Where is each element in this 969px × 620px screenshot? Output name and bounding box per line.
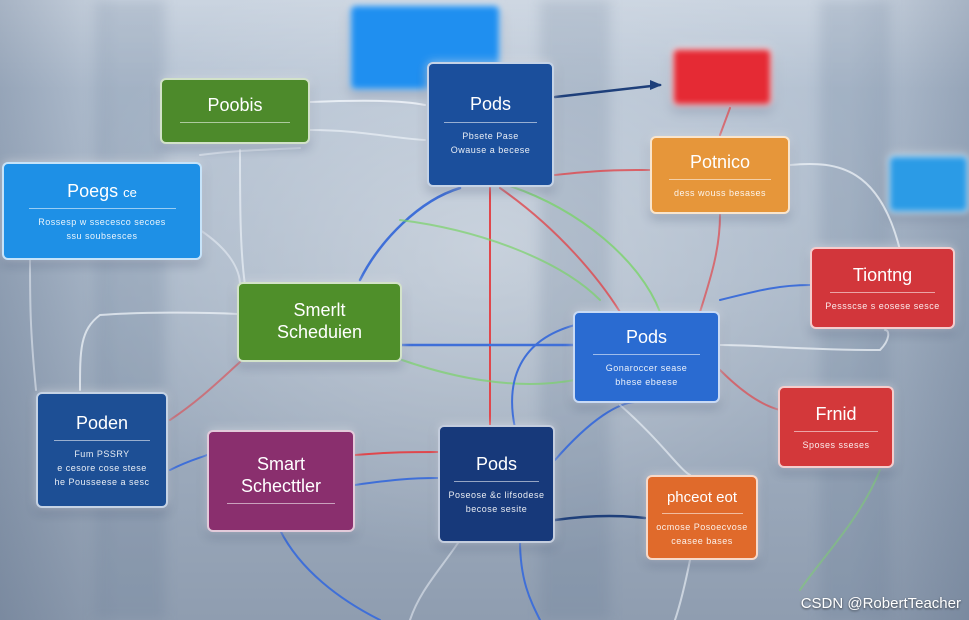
node-title: Schecttler [240,475,322,496]
node-title: Scheduien [276,322,363,342]
watermark: CSDN @RobertTeacher [800,595,961,612]
divider [794,431,878,433]
node-subtext: Sposes sseses [802,440,870,451]
divider [444,121,537,123]
node-subtext: Gonaroccer sease [605,363,688,374]
node-title: Pods [625,326,668,347]
node-subtext: he Pousseese a sesc [54,477,150,488]
divider [829,292,936,294]
divider [454,481,539,483]
node-pods-bottom[interactable]: Pods Poseose &c lifsodese becose sesite [438,425,555,543]
divider [661,513,743,514]
divider [180,122,290,124]
blurred-cyan-box [888,155,969,213]
node-frnid[interactable]: Frnid Sposes sseses [778,386,894,468]
blurred-red-box [672,48,772,106]
node-subtext: e cesore cose stese [57,463,147,474]
node-subtext: dess wouss besases [673,188,767,199]
node-tiontng[interactable]: Tiontng Pessscse s eosese sesce [810,247,955,329]
node-smart-scheduler-green[interactable]: Smerlt Scheduien [237,282,402,362]
node-title: Pods [469,94,512,115]
node-title: Poegs ce [67,180,137,201]
node-title: Smart [256,453,305,474]
node-phceot[interactable]: phceot eot ocmose Posoecvose ceasee base… [646,475,758,560]
node-subtext: Pbsete Pase [462,130,519,141]
node-poobis[interactable]: Poobis [160,78,310,144]
node-subtext: bhese ebeese [615,377,678,388]
node-title: Tiontng [852,264,913,285]
node-pods-top[interactable]: Pods Pbsete Pase Owause a becese [427,62,554,187]
background-pillar [95,0,165,620]
node-poegs[interactable]: Poegs ce Rossesp w ssecesco secoes ssu s… [2,162,202,260]
divider [227,503,335,505]
node-subtext: Rossesp w ssecesco secoes [38,217,166,228]
node-potnico[interactable]: Potnico dess wouss besases [650,136,790,214]
node-subtext: Owause a becese [450,144,531,155]
node-subtext: Fum PSSRY [74,449,130,460]
divider [54,440,150,442]
node-subtext: ocmose Posoecvose [656,522,748,532]
node-subtext: becose sesite [465,504,528,515]
node-title: Pods [475,453,518,474]
node-subtext: ssu soubsesces [66,231,138,242]
divider [28,208,176,210]
node-pods-right[interactable]: Pods Gonaroccer sease bhese ebeese [573,311,720,403]
node-subtext: ceasee bases [671,536,733,546]
node-smart-scheduler-purple[interactable]: Smart Schecttler [207,430,355,532]
node-title: phceot eot [666,489,738,506]
divider [669,179,771,181]
node-title: Frnid [815,403,857,424]
node-poden[interactable]: Poden Fum PSSRY e cesore cose stese he P… [36,392,168,508]
node-subtext: Pessscse s eosese sesce [825,301,940,312]
node-title: Smerlt [293,300,346,321]
node-title: Poden [75,412,129,433]
divider [592,354,701,356]
node-subtext: Poseose &c lifsodese [448,490,545,501]
node-title: Potnico [689,151,751,172]
node-title: Poobis [207,94,263,115]
